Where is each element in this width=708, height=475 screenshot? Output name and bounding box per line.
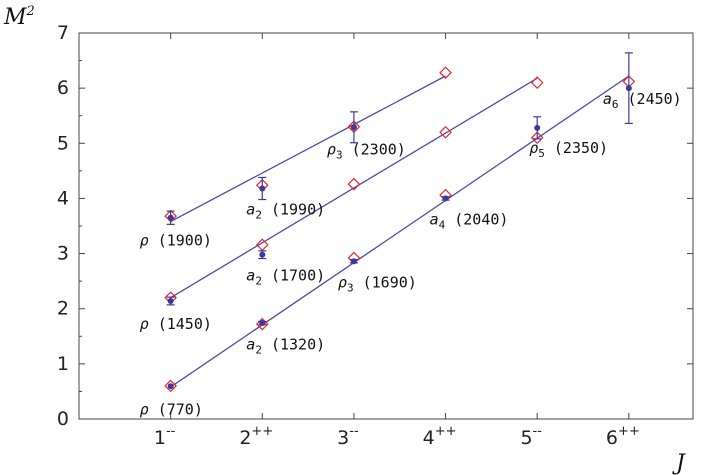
experiment-point: [167, 214, 174, 221]
y-tick-label: 6: [57, 77, 69, 99]
experiment-point: [350, 258, 357, 265]
trajectory-line: [170, 77, 538, 299]
state-label: a6 (2450): [603, 90, 682, 111]
point-labels: ρ (770) a2 (1320) ρ3 (1690) a4 (2040) ρ5 (23…: [140, 90, 682, 418]
predicted-point: [164, 379, 177, 393]
experiment-point: [350, 124, 357, 131]
experiment-point: [534, 124, 541, 131]
y-tick-label: 1: [57, 353, 69, 375]
y-tick-label: 7: [57, 22, 69, 44]
x-tick-label: 1--: [154, 424, 176, 449]
experiment-point: [167, 383, 174, 390]
trajectory-line: [170, 75, 630, 388]
state-label: ρ5 (2350): [529, 139, 608, 160]
predicted-point: [439, 66, 452, 80]
predicted-point: [530, 131, 544, 145]
state-label: ρ3 (1690): [338, 273, 417, 294]
y-axis-title: M2: [3, 4, 35, 30]
y-tick-label: 2: [57, 298, 69, 320]
state-label: a2 (1990): [246, 201, 325, 222]
x-tick-label: 5--: [520, 424, 542, 449]
experiment-point: [625, 85, 632, 92]
x-tick-label: 4++: [423, 424, 457, 449]
axis-ticks: 0 1 2 3 4 5 6 7 1-- 2++ 3-- 4++ 5-- 6++: [57, 22, 693, 449]
plot-frame: [78, 32, 694, 420]
experiment-point: [259, 185, 266, 192]
experiment-point: [442, 195, 449, 202]
predicted-point: [255, 317, 269, 331]
state-label: ρ (770): [140, 400, 203, 418]
predicted-point: [347, 177, 361, 191]
predicted-point: [439, 125, 452, 139]
trajectory-lines: [170, 75, 630, 388]
state-label: a4 (2040): [430, 210, 509, 231]
trajectory-line: [170, 75, 446, 223]
x-axis-title: J: [672, 451, 686, 475]
state-label: ρ3 (2300): [327, 140, 406, 161]
experiment-point: [167, 297, 174, 304]
x-tick-label: 2++: [239, 424, 273, 449]
x-tick-label: 6++: [606, 424, 640, 449]
y-tick-label: 3: [57, 243, 69, 265]
x-tick-label: 3--: [337, 424, 359, 449]
y-tick-label: 0: [57, 408, 69, 430]
y-tick-label: 5: [57, 132, 69, 154]
state-label: ρ (1900): [140, 232, 212, 250]
y-tick-label: 4: [57, 187, 69, 209]
state-label: a2 (1320): [246, 336, 325, 357]
state-label: a2 (1700): [246, 267, 325, 288]
experiment-point: [259, 320, 266, 327]
state-label: ρ (1450): [140, 315, 212, 333]
experiment-point: [259, 251, 266, 258]
experiment-points: [166, 52, 633, 390]
predicted-point: [530, 76, 544, 89]
